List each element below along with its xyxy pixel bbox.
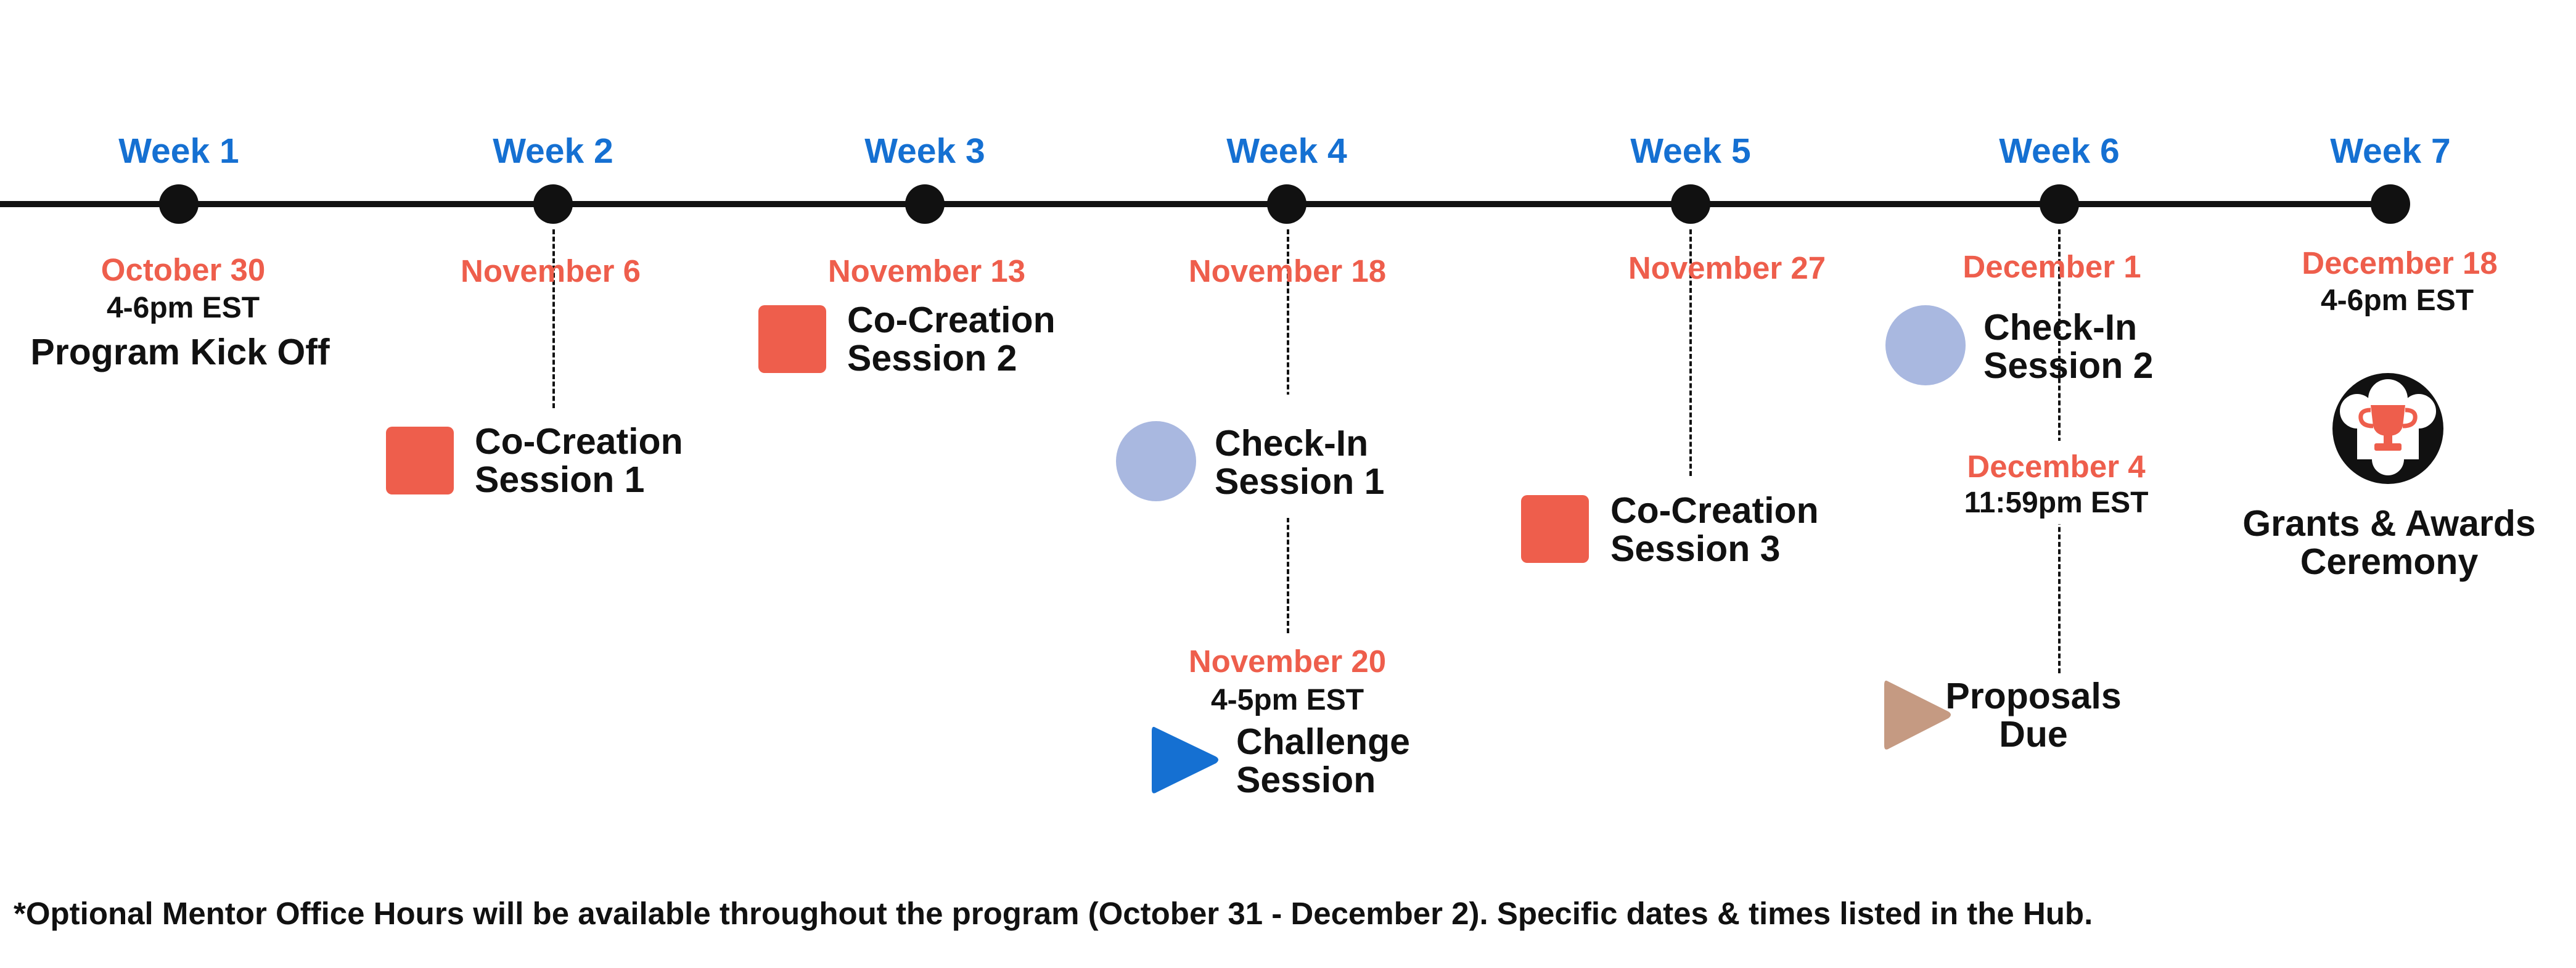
checkin2-date: December 1	[1963, 249, 2141, 284]
challenge-label: Challenge Session	[1236, 723, 1410, 799]
checkin1-line2: Session 1	[1215, 461, 1385, 502]
cocreation1-date: November 6	[461, 253, 641, 289]
week-1-label: Week 1	[118, 131, 239, 171]
cocreation1-line1: Co-Creation	[475, 421, 683, 462]
ceremony-date: December 18	[2302, 245, 2498, 281]
week-4-dot	[1267, 184, 1306, 224]
challenge-line2: Session	[1236, 760, 1376, 800]
challenge-time: 4-5pm EST	[1210, 684, 1364, 716]
square-icon	[386, 427, 454, 494]
proposals-date: December 4	[1967, 449, 2146, 484]
circle-icon	[1885, 305, 1966, 385]
ceremony-label: Grants & Awards Ceremony	[2242, 504, 2535, 581]
week-2-dot	[533, 184, 573, 224]
connector-week-2	[552, 229, 555, 408]
week-1-dot	[159, 184, 199, 224]
cocreation3-line1: Co-Creation	[1610, 490, 1819, 531]
cocreation2-label: Co-Creation Session 2	[847, 301, 1056, 377]
challenge-line1: Challenge	[1236, 721, 1410, 762]
kickoff-time: 4-6pm EST	[106, 292, 260, 324]
proposals-date-bg	[1955, 441, 2164, 524]
week-3-label: Week 3	[864, 131, 985, 171]
kickoff-date: October 30	[100, 252, 266, 287]
challenge-date: November 20	[1188, 644, 1387, 679]
square-icon	[1521, 495, 1589, 563]
cocreation3-label: Co-Creation Session 3	[1610, 491, 1819, 568]
timeline-axis	[0, 201, 2398, 207]
checkin2-line2: Session 2	[1983, 345, 2154, 386]
play-triangle-icon	[1152, 726, 1218, 794]
circle-icon	[1116, 421, 1196, 501]
cocreation3-date: November 27	[1628, 250, 1826, 285]
ceremony-line2: Ceremony	[2300, 541, 2479, 582]
play-triangle-icon	[1884, 680, 1951, 750]
connector-week-5	[1689, 229, 1692, 476]
kickoff-label: Program Kick Off	[30, 332, 330, 372]
cocreation1-label: Co-Creation Session 1	[475, 422, 683, 499]
ceremony-time: 4-6pm EST	[2320, 284, 2474, 317]
cocreation2-line1: Co-Creation	[847, 300, 1056, 340]
proposals-time: 11:59pm EST	[1964, 486, 2149, 519]
cocreation3-line2: Session 3	[1610, 528, 1781, 569]
checkin2-line1: Check-In	[1983, 307, 2138, 348]
week-5-dot	[1671, 184, 1710, 224]
checkin2-label: Check-In Session 2	[1983, 308, 2153, 385]
week-7-dot	[2371, 184, 2410, 224]
check-in-area-bg	[1264, 395, 1313, 518]
square-icon	[758, 305, 826, 373]
week-5-label: Week 5	[1630, 131, 1751, 171]
checkin1-label: Check-In Session 1	[1215, 424, 1384, 501]
proposals-line1: Proposals	[1945, 676, 2122, 716]
week-2-label: Week 2	[493, 131, 613, 171]
cocreation1-line2: Session 1	[475, 459, 645, 500]
week-7-label: Week 7	[2330, 131, 2451, 171]
ceremony-line1: Grants & Awards	[2242, 503, 2536, 544]
footnote: *Optional Mentor Office Hours will be av…	[14, 896, 2093, 931]
checkin1-date: November 18	[1188, 253, 1387, 289]
week-6-dot	[2040, 184, 2079, 224]
week-3-dot	[905, 184, 945, 224]
cocreation2-date: November 13	[827, 253, 1026, 289]
week-6-label: Week 6	[1999, 131, 2120, 171]
checkin1-line1: Check-In	[1215, 423, 1369, 464]
trophy-icon	[2332, 373, 2443, 484]
proposals-label: Proposals Due	[1945, 677, 2121, 753]
week-4-label: Week 4	[1226, 131, 1347, 171]
cocreation2-line2: Session 2	[847, 338, 1017, 379]
proposals-line2: Due	[1999, 714, 2068, 755]
